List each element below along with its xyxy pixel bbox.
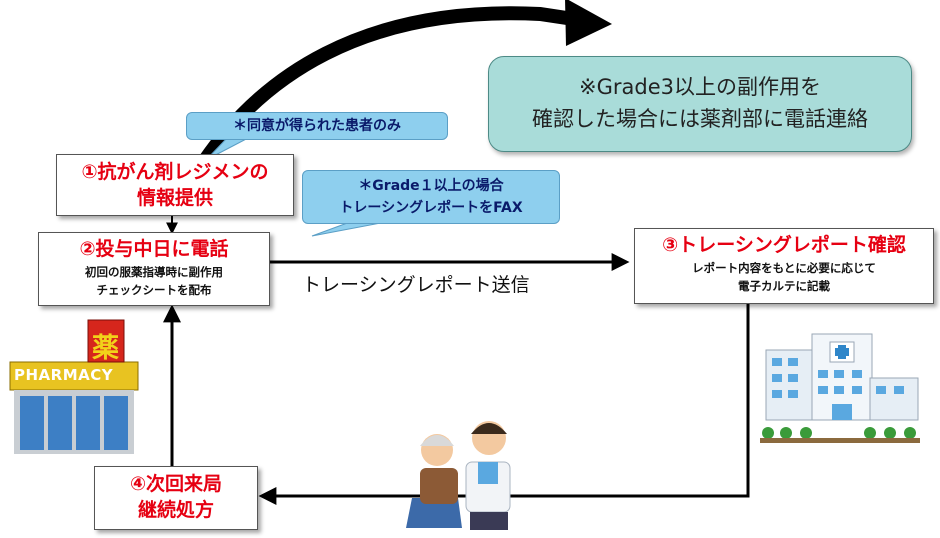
fax-bubble-line1: ＊Grade１以上の場合 [358,178,504,194]
step4-line2: 継続処方 [137,499,214,521]
pharmacy-sign: 薬 [92,333,119,364]
arrow-label: トレーシングレポート送信 [302,274,530,296]
step2-box: ②投与中日に電話 初回の服薬指導時に副作用 チェックシートを配布 [38,232,270,306]
step4-line1: ④次回来局 [129,473,223,495]
step3-title: ③トレーシングレポート確認 [662,234,906,256]
fax-bubble-line2: トレーシングレポートをFAX [339,200,523,216]
pharmacy-name: PHARMACY [14,366,114,384]
curved-arrow-head [565,0,612,46]
step2-sub2: チェックシートを配布 [96,283,212,297]
step3-box: ③トレーシングレポート確認 レポート内容をもとに必要に応じて 電子カルテに記載 [634,228,934,304]
step1-box: ①抗がん剤レジメンの 情報提供 [56,154,294,216]
step2-sub1: 初回の服薬指導時に副作用 [85,265,223,279]
step4-box: ④次回来局 継続処方 [94,466,258,530]
grade3-note: ※Grade3以上の副作用を 確認した場合には薬剤部に電話連絡 [488,56,912,152]
step3-sub1: レポート内容をもとに必要に応じて [692,261,876,275]
step1-line1: ①抗がん剤レジメンの [81,161,269,183]
step2-title: ②投与中日に電話 [79,238,229,260]
consent-bubble: ＊同意が得られた患者のみ [186,112,448,140]
note-line2: 確認した場合には薬剤部に電話連絡 [532,107,868,131]
consent-bubble-text: ＊同意が得られた患者のみ [233,118,401,134]
note-line1: ※Grade3以上の副作用を [579,75,821,99]
step3-sub2: 電子カルテに記載 [738,279,830,293]
step1-line2: 情報提供 [136,187,213,209]
fax-bubble: ＊Grade１以上の場合 トレーシングレポートをFAX [302,170,560,224]
